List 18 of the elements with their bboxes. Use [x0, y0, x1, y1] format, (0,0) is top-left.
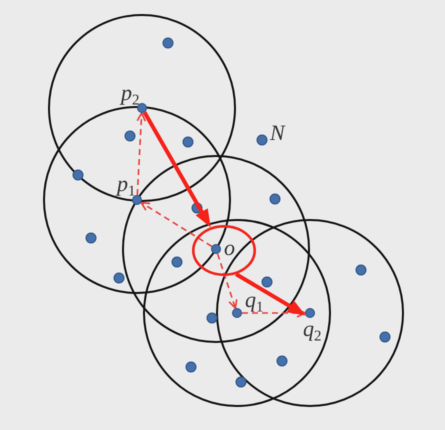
point-label: p$_{2}$ [121, 82, 140, 104]
point-label: o [224, 237, 235, 259]
dashed-arrow [216, 254, 238, 309]
point-label: p$_{1}$ [117, 173, 136, 195]
dashed-arrow [140, 202, 212, 248]
arrow [142, 111, 211, 228]
dashed-arrow [136, 112, 146, 196]
point-label: q$_{1}$ [245, 289, 264, 311]
data-point-icon [211, 244, 221, 254]
dashed-arrow [242, 308, 306, 318]
point-label: q$_{2}$ [303, 318, 322, 340]
point-label: N [270, 122, 285, 144]
data-point-icon [232, 308, 242, 318]
highlight-ellipse [192, 225, 256, 276]
data-point-icon [305, 308, 315, 318]
arrow [234, 272, 306, 316]
data-point-icon [132, 195, 142, 205]
data-point-icon [137, 103, 147, 113]
